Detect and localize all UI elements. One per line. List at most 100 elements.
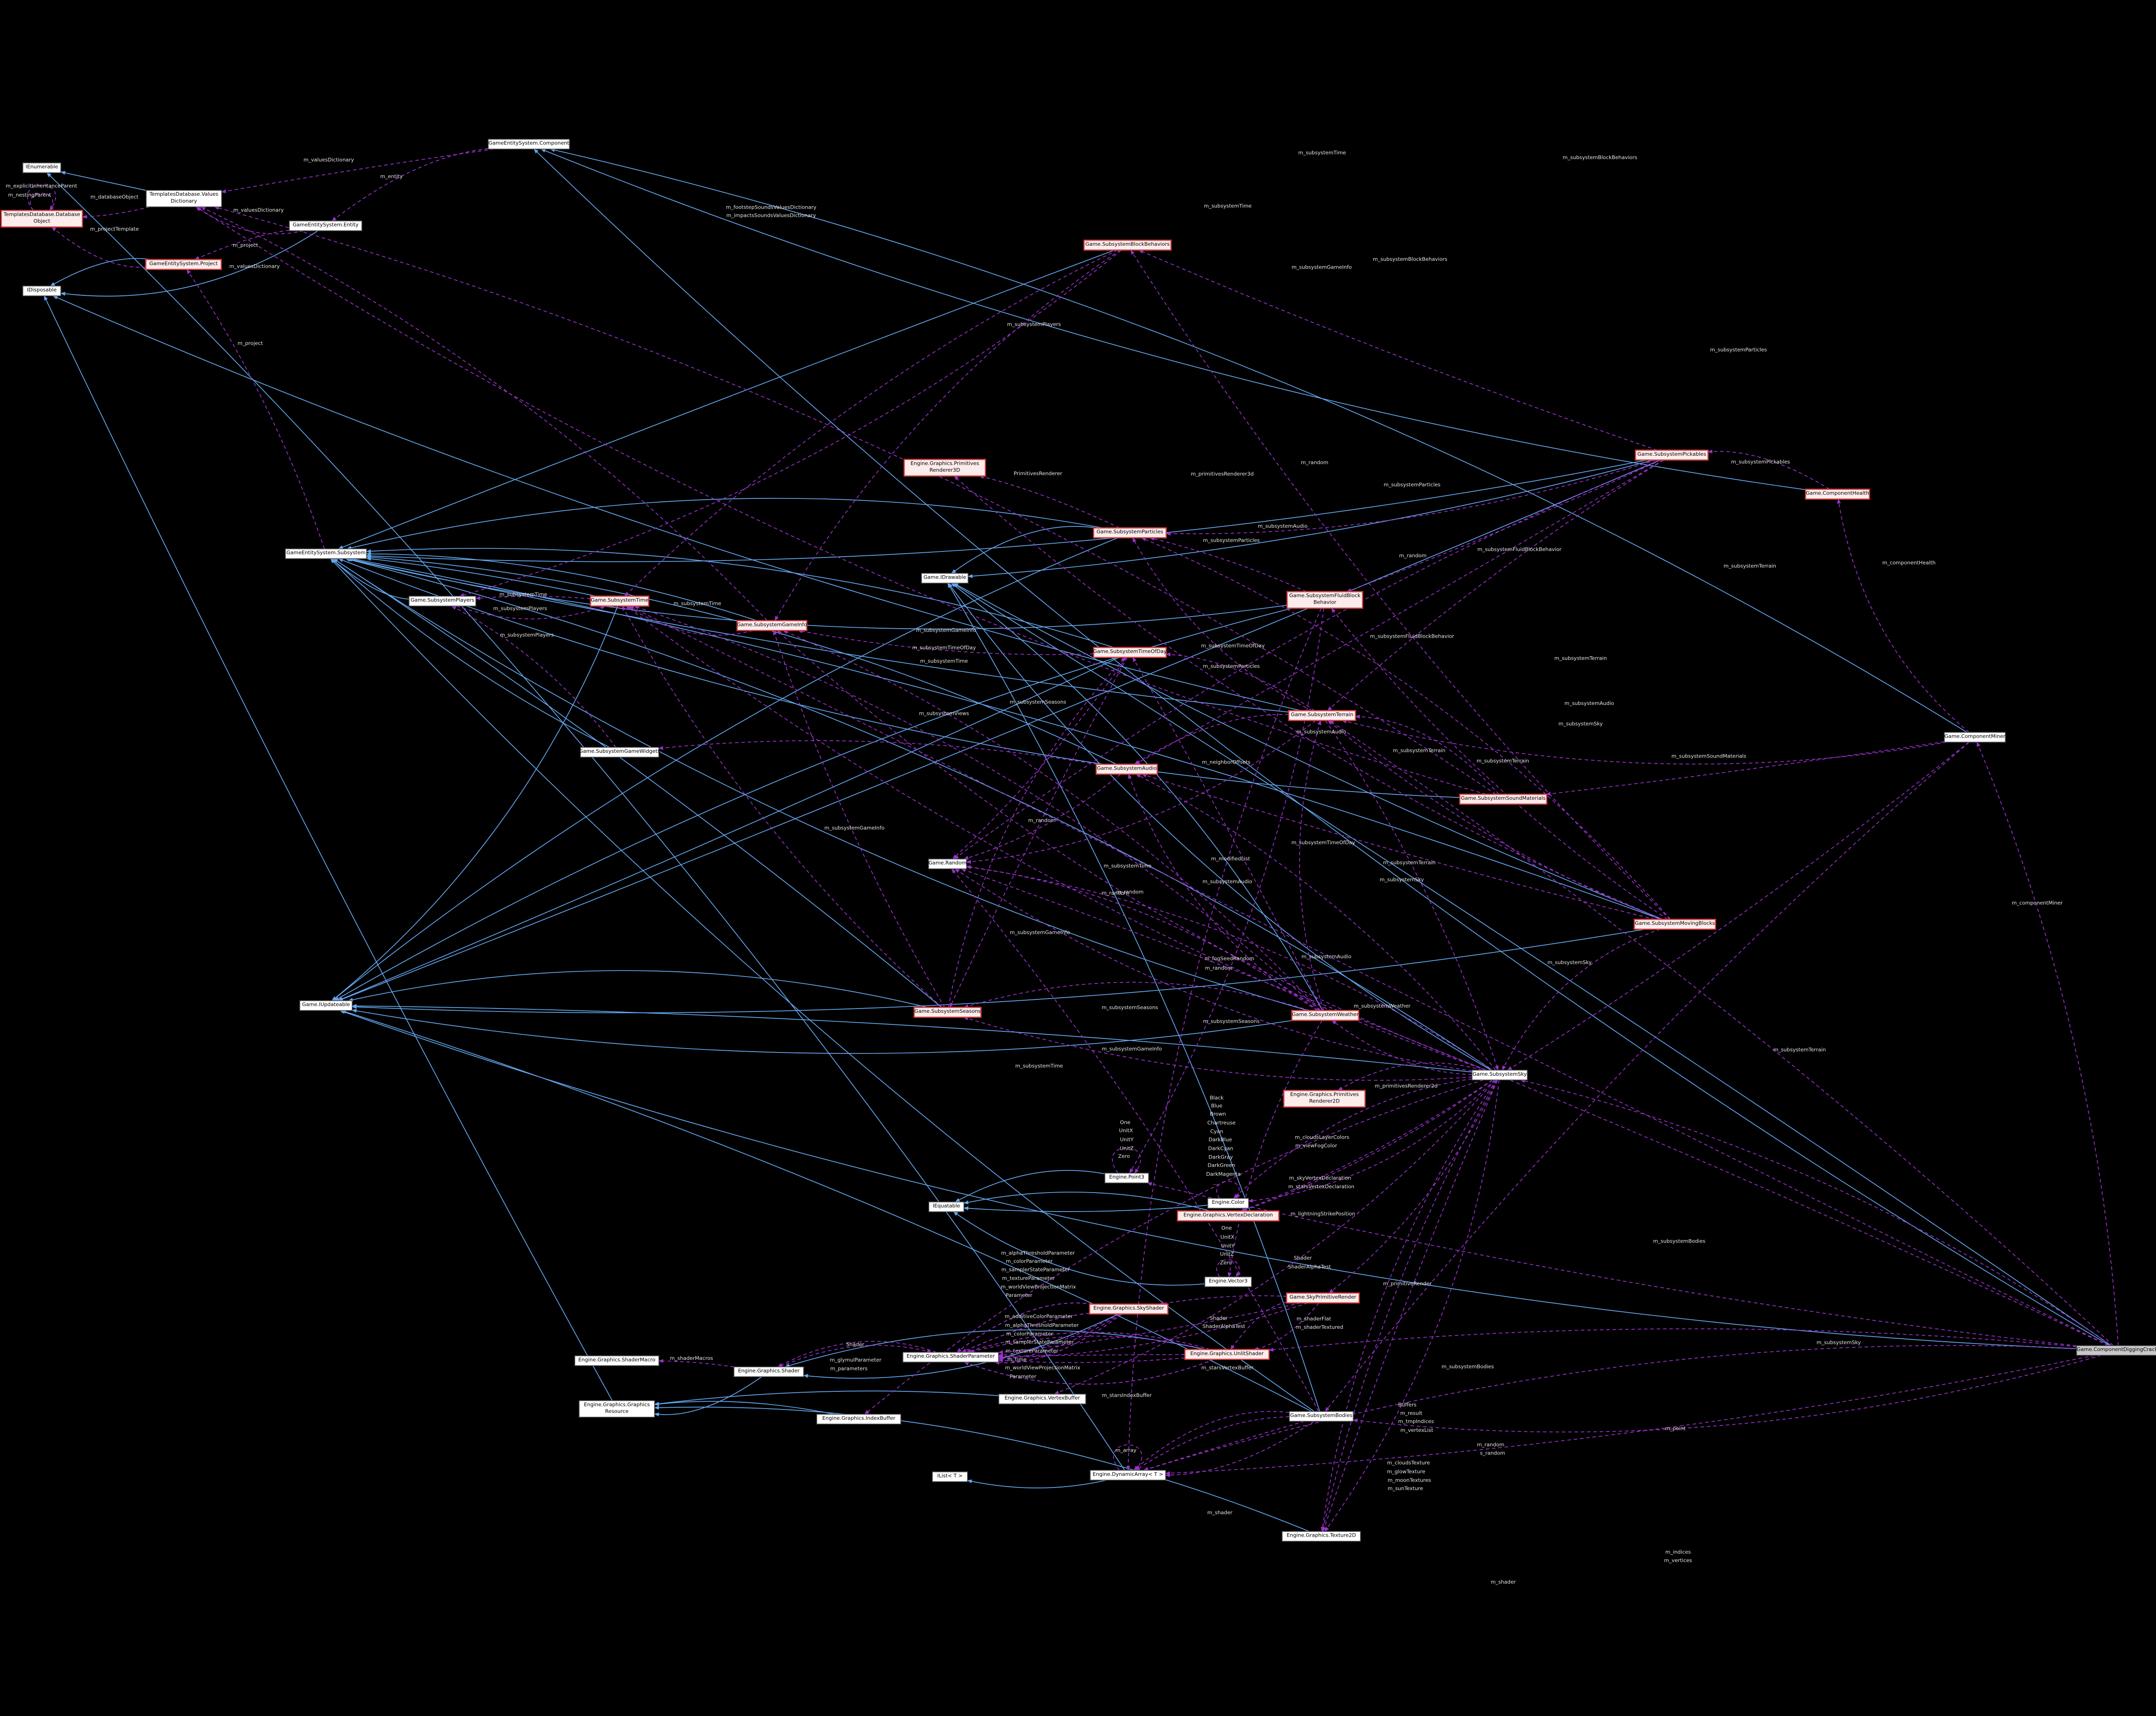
member-edge bbox=[626, 605, 1486, 1071]
node-box bbox=[1083, 239, 1172, 251]
inheritance-edge bbox=[953, 582, 1663, 920]
graph-node-players[interactable]: Game.SubsystemPlayers bbox=[408, 595, 476, 607]
graph-node-point3[interactable]: Engine.Point3 bbox=[1104, 1172, 1149, 1184]
edge-label: m_nestingParent bbox=[8, 192, 51, 198]
graph-node-pickables[interactable]: Game.SubsystemPickables bbox=[1635, 449, 1709, 461]
member-label: UnitY bbox=[1221, 1243, 1235, 1249]
graph-node-iupdateable[interactable]: Game.IUpdateable bbox=[299, 1000, 353, 1011]
node-label: Game.SubsystemTerrain bbox=[1291, 711, 1354, 717]
edge-label: m_subsystemViews bbox=[919, 711, 969, 717]
graph-node-gamewidgets[interactable]: Game.SubsystemGameWidgets bbox=[579, 747, 660, 758]
graph-node-shaderparam[interactable]: Engine.Graphics.ShaderParameter bbox=[903, 1352, 999, 1363]
node-label: IDisposable bbox=[27, 287, 57, 293]
inheritance-edge bbox=[351, 929, 1645, 1013]
graph-node-skyprim[interactable]: Game.SkyPrimitiveRender bbox=[1286, 1292, 1360, 1304]
node-box bbox=[913, 1007, 982, 1018]
member-edge bbox=[966, 865, 1493, 1071]
graph-node-dynamicarray[interactable]: Engine.DynamicArray< T > bbox=[1090, 1470, 1166, 1481]
node-label: Game.ComponentMiner bbox=[1944, 733, 2005, 739]
node-label: Game.IDrawable bbox=[924, 574, 966, 580]
inheritance-edge bbox=[952, 582, 2112, 1346]
graph-node-entity[interactable]: GameEntitySystem.Entity bbox=[289, 220, 363, 232]
node-label: Behavior bbox=[1313, 599, 1336, 605]
inheritance-edge bbox=[47, 172, 1125, 1471]
graph-node-vector3[interactable]: Engine.Vector3 bbox=[1204, 1276, 1252, 1287]
member-label: UnitX bbox=[1220, 1234, 1234, 1240]
edge-label: m_additiveColorParameter bbox=[1005, 1313, 1073, 1319]
node-box bbox=[1471, 1070, 1528, 1080]
node-label: Object bbox=[34, 218, 50, 224]
graph-node-color[interactable]: Engine.Color bbox=[1207, 1198, 1249, 1209]
edge-layer bbox=[27, 148, 2119, 1532]
node-layer: GameEntitySystem.ComponentIEnumerableTem… bbox=[0, 138, 2156, 1542]
graph-node-iequatable[interactable]: IEquatable bbox=[928, 1201, 965, 1212]
graph-node-diggingcracks[interactable]: Game.ComponentDiggingCracks bbox=[2076, 1345, 2156, 1356]
node-label: Engine.Graphics.UnlitShader bbox=[1190, 1350, 1263, 1356]
graph-node-random[interactable]: Game.Random bbox=[928, 858, 967, 870]
member-edge bbox=[1136, 773, 1496, 1071]
edge-label: m_samplerStateParameter bbox=[1001, 1266, 1070, 1272]
graph-node-blockbehaviors[interactable]: Game.SubsystemBlockBehaviors bbox=[1083, 239, 1172, 251]
graph-node-indexbuffer[interactable]: Engine.Graphics.IndexBuffer bbox=[816, 1414, 902, 1425]
graph-node-ilist[interactable]: IList< T > bbox=[932, 1471, 968, 1482]
edge-label: m_vertexList bbox=[1401, 1427, 1434, 1433]
graph-node-component[interactable]: GameEntitySystem.Component bbox=[488, 138, 570, 150]
member-edge bbox=[658, 1359, 734, 1368]
member-edge bbox=[1133, 1411, 1290, 1471]
graph-node-shadermacro[interactable]: Engine.Graphics.ShaderMacro bbox=[574, 1355, 659, 1366]
graph-node-ienumerable[interactable]: IEnumerable bbox=[22, 162, 62, 173]
inheritance-edge bbox=[967, 1479, 1107, 1488]
graph-node-valuesdict[interactable]: TemplatesDatabase.ValuesDictionary bbox=[146, 190, 222, 207]
inheritance-edge bbox=[338, 558, 1460, 798]
node-box bbox=[903, 1352, 999, 1363]
inheritance-edge bbox=[60, 230, 318, 297]
graph-node-unlitshader[interactable]: Engine.Graphics.UnlitShader bbox=[1184, 1349, 1270, 1360]
graph-node-bodies[interactable]: Game.SubsystemBodies bbox=[1289, 1411, 1354, 1422]
edge-label: m_databaseObject bbox=[91, 194, 139, 200]
edge-label: m_subsystemSeasons bbox=[1010, 699, 1066, 705]
inheritance-edge bbox=[332, 537, 1118, 1001]
graph-node-project[interactable]: GameEntitySystem.Project bbox=[145, 259, 222, 270]
graph-node-skyshader[interactable]: Engine.Graphics.SkyShader bbox=[1089, 1303, 1169, 1315]
graph-node-soundmaterials[interactable]: Game.SubsystemSoundMaterials bbox=[1459, 793, 1548, 805]
member-edge bbox=[777, 1341, 937, 1368]
edge-label: m_primitiveRender bbox=[1383, 1281, 1432, 1287]
member-edge bbox=[777, 630, 1487, 1071]
member-edge bbox=[1545, 741, 1945, 796]
graph-node-vertexbuffer[interactable]: Engine.Graphics.VertexBuffer bbox=[998, 1393, 1086, 1405]
graph-node-componentminer[interactable]: Game.ComponentMiner bbox=[1944, 732, 2006, 743]
graph-node-seasons[interactable]: Game.SubsystemSeasons bbox=[913, 1007, 982, 1018]
member-edge bbox=[1321, 1080, 1498, 1532]
member-edge bbox=[774, 250, 1121, 621]
graph-node-terrain[interactable]: Game.SubsystemTerrain bbox=[1288, 710, 1356, 721]
member-edge bbox=[1353, 1355, 2102, 1433]
node-label: Game.ComponentDiggingCracks bbox=[2077, 1346, 2156, 1353]
graph-node-timeofday[interactable]: Game.SubsystemTimeOfDay bbox=[1093, 647, 1167, 658]
graph-node-texture2d[interactable]: Engine.Graphics.Texture2D bbox=[1282, 1531, 1361, 1542]
member-label: Black bbox=[1210, 1095, 1224, 1101]
graph-node-time[interactable]: Game.SubsystemTime bbox=[590, 595, 649, 607]
edge-label: m_subsystemPickables bbox=[1731, 459, 1790, 465]
graph-node-idrawable[interactable]: Game.IDrawable bbox=[921, 573, 969, 584]
node-box bbox=[1207, 1198, 1249, 1209]
graph-node-audio[interactable]: Game.SubsystemAudio bbox=[1095, 764, 1158, 775]
graph-node-shader[interactable]: Engine.Graphics.Shader bbox=[733, 1366, 804, 1378]
edge-label: m_lightningStrikePosition bbox=[1291, 1211, 1355, 1217]
graph-node-sky[interactable]: Game.SubsystemSky bbox=[1471, 1070, 1528, 1080]
graph-node-weather[interactable]: Game.SubsystemWeather bbox=[1291, 1010, 1360, 1021]
graph-node-subsystem[interactable]: GameEntitySystem.Subsystem bbox=[285, 548, 367, 559]
edge-label: m_subsystemTerrain bbox=[1724, 563, 1776, 569]
graph-node-idisposable[interactable]: IDisposable bbox=[22, 285, 62, 297]
edge-label: m_subsystemPlayers bbox=[500, 632, 554, 638]
edge-label: m_skyVertexDeclaration bbox=[1289, 1175, 1351, 1181]
graph-node-componenthealth[interactable]: Game.ComponentHealth bbox=[1805, 488, 1870, 500]
graph-node-movingblocks[interactable]: Game.SubsystemMovingBlocks bbox=[1633, 918, 1716, 930]
graph-node-vertexdecl[interactable]: Engine.Graphics.VertexDeclaration bbox=[1177, 1210, 1280, 1221]
graph-node-gameinfo[interactable]: Game.SubsystemGameInfo bbox=[736, 620, 808, 631]
graph-node-particles[interactable]: Game.SubsystemParticles bbox=[1093, 527, 1167, 539]
